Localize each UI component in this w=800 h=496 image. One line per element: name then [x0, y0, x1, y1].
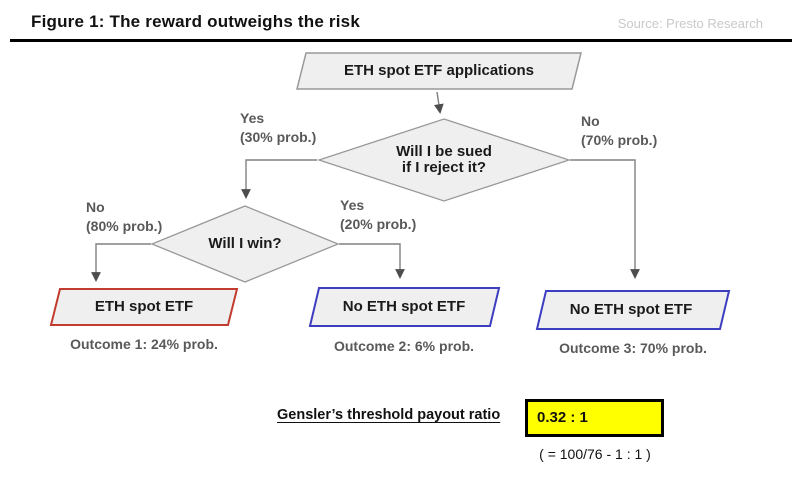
decision-sued-shape	[316, 118, 572, 202]
connector-win-no-to-outcome1	[91, 243, 151, 282]
outcome-1-label: ETH spot ETF	[94, 298, 194, 315]
branch-win-yes-prob: (20% prob.)	[340, 216, 417, 232]
connector-win-yes-to-outcome2	[339, 243, 405, 279]
outcome-2-caption: Outcome 2: 6% prob.	[333, 338, 475, 354]
figure-title: Figure 1: The reward outweighs the risk	[31, 12, 360, 31]
start-node-shape	[296, 52, 582, 90]
outcome-3-shape	[535, 290, 731, 330]
branch-sued-no-word: No	[581, 113, 600, 129]
connector-sued-yes-to-win	[241, 159, 317, 199]
header-divider-rule	[10, 39, 792, 42]
branch-win-no-prob: (80% prob.)	[86, 218, 163, 234]
payout-ratio-value: 0.32 : 1	[537, 409, 588, 426]
branch-win-yes-word: Yes	[340, 197, 365, 213]
decision-sued-line2: if I reject it?	[401, 159, 487, 176]
decision-sued-label: Will I be sued if I reject it?	[344, 144, 544, 176]
payout-ratio-highlight-box: 0.32 : 1	[525, 399, 664, 437]
branch-sued-no-prob: (70% prob.)	[581, 132, 658, 148]
decision-sued-line1: Will I be sued	[396, 143, 492, 160]
branch-label-sued-yes: Yes (30% prob.)	[240, 109, 316, 147]
outcome-1-shape	[49, 288, 239, 326]
branch-sued-yes-word: Yes	[240, 110, 265, 126]
decision-win-shape	[150, 205, 340, 283]
branch-label-sued-no: No (70% prob.)	[581, 112, 657, 150]
payout-ratio-label: Gensler’s threshold payout ratio	[277, 407, 501, 423]
branch-win-no-word: No	[86, 199, 105, 215]
decision-win-label: Will I win?	[208, 235, 282, 252]
payout-ratio-formula: ( = 100/76 - 1 : 1 )	[539, 446, 651, 462]
branch-label-win-no: No (80% prob.)	[86, 198, 162, 236]
start-node-label: ETH spot ETF applications	[343, 62, 534, 79]
outcome-2-shape	[308, 287, 501, 327]
branch-label-win-yes: Yes (20% prob.)	[340, 196, 416, 234]
connector-sued-no-to-outcome3	[570, 159, 640, 279]
connector-start-to-sued	[433, 91, 444, 114]
outcome-1-caption: Outcome 1: 24% prob.	[70, 336, 218, 352]
outcome-3-caption: Outcome 3: 70% prob.	[559, 340, 707, 356]
branch-sued-yes-prob: (30% prob.)	[240, 129, 317, 145]
source-credit: Source: Presto Research	[617, 16, 763, 31]
outcome-2-label: No ETH spot ETF	[342, 298, 466, 315]
outcome-3-label: No ETH spot ETF	[569, 301, 693, 318]
